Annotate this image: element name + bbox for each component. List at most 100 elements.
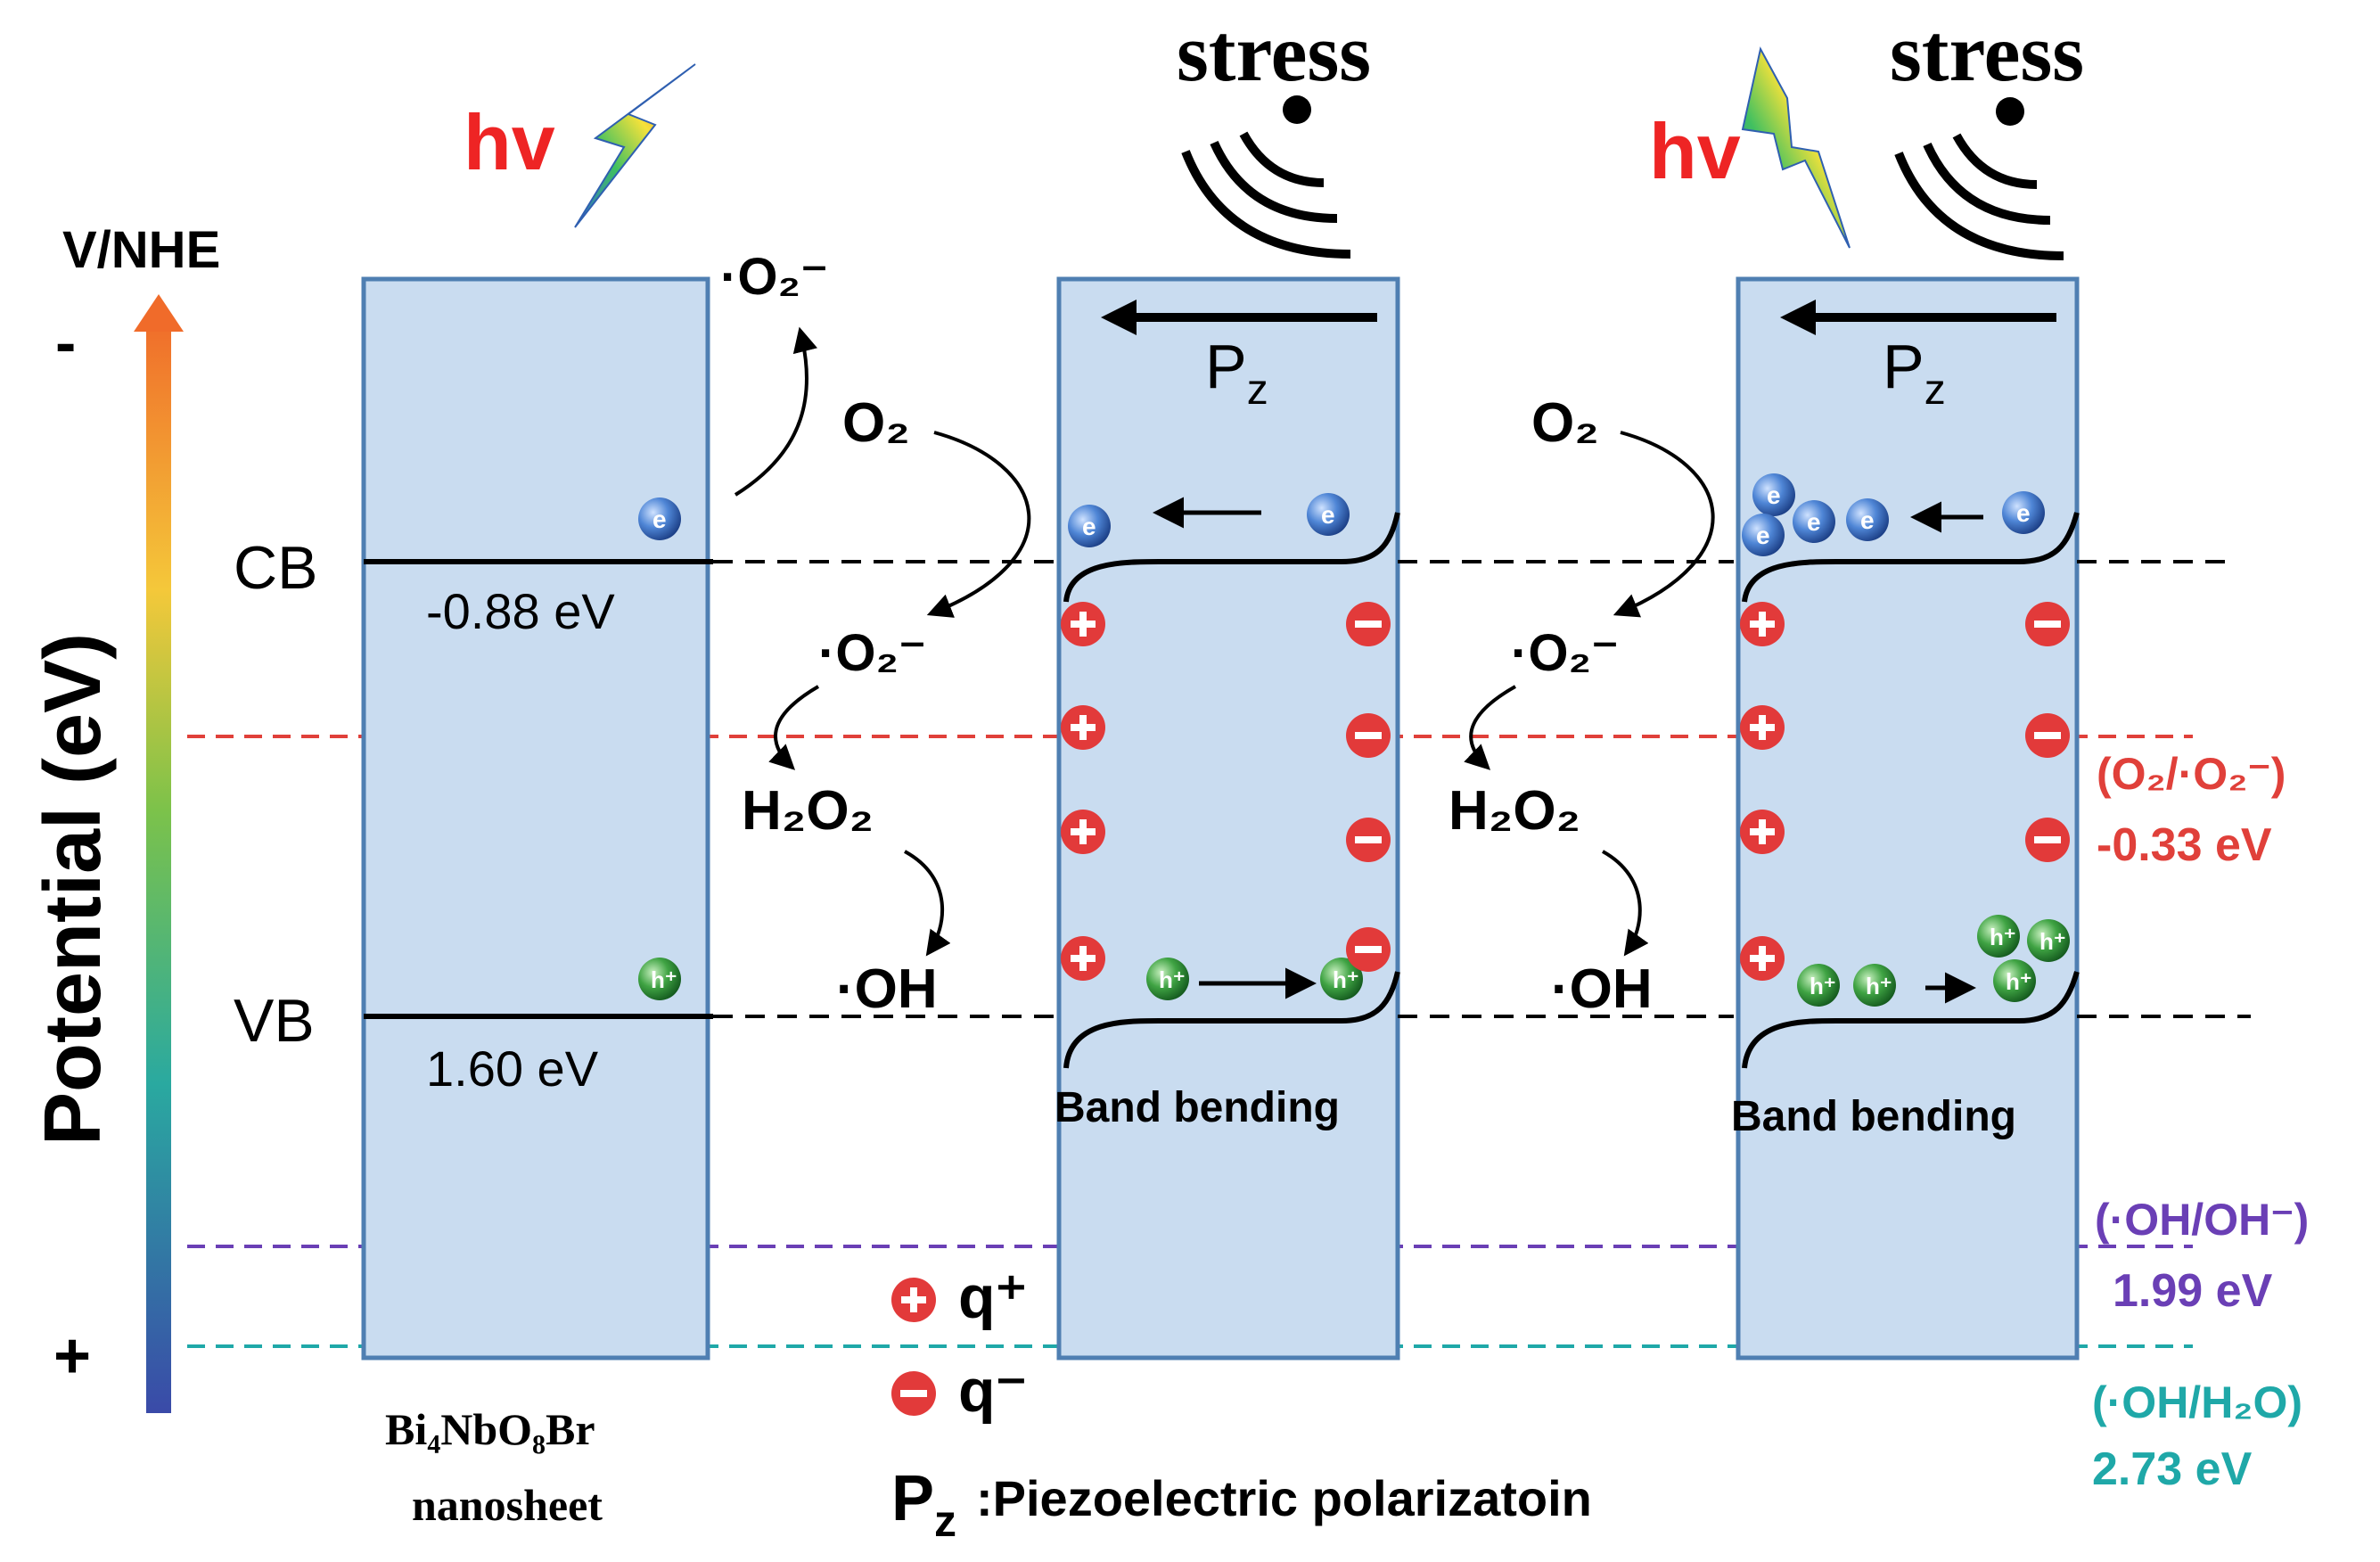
panel3-pz-label: Pz xyxy=(1883,332,1946,414)
cb-label: CB xyxy=(234,534,317,602)
panel3-polarization-head xyxy=(1780,300,1816,335)
oh-right: ·OH xyxy=(1551,958,1653,1020)
panel2-negative-charge-icon xyxy=(1346,818,1391,862)
panel2-positive-charge-icon xyxy=(1061,602,1105,646)
panel2-stress-point xyxy=(1283,95,1311,124)
h2o2-right: H₂O₂ xyxy=(1449,780,1580,842)
o2-left: O₂ xyxy=(842,392,910,454)
panel2-negative-charge-icon xyxy=(1346,713,1391,758)
curve-arrow-superoxide-to-h2o2 xyxy=(768,685,820,770)
panel-photo-piezo: Pz Band bending hv stress xyxy=(1649,7,2084,1361)
panel3-light-bolt-icon xyxy=(1741,46,1851,249)
axis-unit-label: V/NHE xyxy=(62,221,220,279)
superoxide-top: ·O₂⁻ xyxy=(720,248,828,306)
h2o-couple-label: (·OH/H₂O) xyxy=(2092,1377,2302,1427)
panel2-positive-charge-icon xyxy=(1061,810,1105,854)
panel2-electron-icon xyxy=(1307,493,1350,536)
panel2-vb-bent xyxy=(1063,971,1400,1069)
panel2-negative-charge-icon xyxy=(1346,602,1391,646)
axis-minus-sign: - xyxy=(55,308,76,377)
panel3-positive-charge-icon xyxy=(1740,936,1785,981)
curve-arrow-h2o2-to-oh xyxy=(904,850,951,957)
panel3-negative-charge-icon xyxy=(2025,713,2070,758)
h2o-couple-value: 2.73 eV xyxy=(2092,1443,2253,1495)
oh-couple-label: (·OH/OH⁻) xyxy=(2095,1195,2309,1245)
panel3-electron-icon xyxy=(1742,514,1785,556)
legend-pz-description: :Piezoelectric polarizatoin xyxy=(976,1470,1592,1526)
legend-negative-icon xyxy=(891,1371,936,1416)
legend-pz: Pz xyxy=(891,1463,956,1546)
panel3-hv-label: hv xyxy=(1649,107,1741,195)
light-bolt-icon xyxy=(574,63,696,228)
panel3-electron-icon xyxy=(1752,473,1795,516)
curve-arrow-superoxide-to-h2o2-right xyxy=(1464,685,1516,770)
panel3-electron-icon xyxy=(1793,500,1835,543)
electron-icon xyxy=(638,497,681,540)
axis-title: Potential (eV) xyxy=(29,633,118,1146)
panel3-stress-point xyxy=(1996,97,2024,126)
oh-left: ·OH xyxy=(836,958,938,1020)
panel3-electron-icon xyxy=(1846,498,1889,541)
vb-value: 1.60 eV xyxy=(426,1040,599,1097)
reactions-right: O₂ ·O₂⁻ H₂O₂ ·OH xyxy=(1449,392,1715,1020)
panel2-positive-charge-icon xyxy=(1061,705,1105,750)
vb-label: VB xyxy=(234,987,315,1055)
panel3-positive-charge-icon xyxy=(1740,705,1785,750)
material-form: nanosheet xyxy=(412,1480,603,1530)
curve-arrow-h2o2-to-oh-right xyxy=(1602,850,1649,957)
panel2-hole-icon xyxy=(1146,958,1189,1000)
curve-arrow-e-to-superoxide xyxy=(734,326,818,497)
potential-axis: V/NHE - + Potential (eV) xyxy=(29,221,220,1413)
panel2-stress-label: stress xyxy=(1177,7,1371,98)
cb-value: -0.88 eV xyxy=(426,583,615,639)
reactions-left: ·O₂⁻ O₂ ·O₂⁻ H₂O₂ ·OH xyxy=(720,248,1031,1020)
axis-gradient-bar xyxy=(146,317,171,1413)
material-name: Bi₄NbO₈Br xyxy=(385,1404,595,1454)
superoxide-right: ·O₂⁻ xyxy=(1511,624,1619,682)
legend-positive-icon xyxy=(891,1278,936,1322)
panel2-band-bending: Band bending xyxy=(1055,1084,1340,1131)
o2-right: O₂ xyxy=(1531,392,1599,454)
panel2-cb-bent xyxy=(1063,512,1400,603)
legend-q-minus: q⁻ xyxy=(958,1357,1027,1425)
panel3-hole-icon xyxy=(1853,964,1896,1007)
panel3-hole-icon xyxy=(1977,915,2020,958)
curve-arrow-o2-to-superoxide xyxy=(926,431,1031,618)
oh-couple-value: 1.99 eV xyxy=(2113,1265,2273,1317)
legend-q-plus: q⁺ xyxy=(958,1263,1027,1331)
panel2-box xyxy=(1056,276,1400,1361)
panel2-stress-wave-icon xyxy=(1181,131,1351,259)
panel2-polarization-head xyxy=(1101,300,1137,335)
panel3-electron-icon xyxy=(2002,491,2045,534)
panel3-stress-wave-icon xyxy=(1894,133,2064,260)
panel2-pz-label: Pz xyxy=(1205,332,1268,414)
panel2-negative-charge-icon xyxy=(1346,927,1391,972)
hole-icon xyxy=(638,958,681,1000)
panel3-stress-label: stress xyxy=(1890,7,2084,98)
panel3-hole-icon xyxy=(1993,959,2036,1002)
superoxide-mid-left: ·O₂⁻ xyxy=(818,624,926,682)
legend: q⁺ q⁻ Pz :Piezoelectric polarizatoin xyxy=(891,1263,1592,1546)
panel3-hole-icon xyxy=(2027,919,2070,962)
panel-photo: CB VB -0.88 eV 1.60 eV Bi₄NbO₈Br nanoshe… xyxy=(234,63,713,1530)
potential-labels: (O₂/·O₂⁻) -0.33 eV (·OH/OH⁻) 1.99 eV (·O… xyxy=(2092,749,2309,1495)
panel3-cb-bent xyxy=(1742,512,2080,603)
panel2-positive-charge-icon xyxy=(1061,936,1105,981)
axis-arrow-head xyxy=(134,294,184,332)
panel3-band-bending: Band bending xyxy=(1731,1093,2016,1140)
panel3-negative-charge-icon xyxy=(2025,818,2070,862)
o2-couple-label: (O₂/·O₂⁻) xyxy=(2097,749,2286,799)
panel1-box xyxy=(361,276,710,1361)
panel3-negative-charge-icon xyxy=(2025,602,2070,646)
o2-couple-value: -0.33 eV xyxy=(2097,819,2272,871)
h2o2-left: H₂O₂ xyxy=(742,780,874,842)
panel3-positive-charge-icon xyxy=(1740,602,1785,646)
axis-plus-sign: + xyxy=(53,1320,91,1392)
panel-piezo: Pz Band bending stress xyxy=(1055,7,1400,1361)
panel3-box xyxy=(1736,276,2080,1361)
panel3-hole-icon xyxy=(1797,964,1840,1007)
curve-arrow-o2-to-superoxide-right xyxy=(1613,431,1715,618)
panel1-hv-label: hv xyxy=(464,98,555,186)
panel2-electron-icon xyxy=(1068,505,1111,547)
